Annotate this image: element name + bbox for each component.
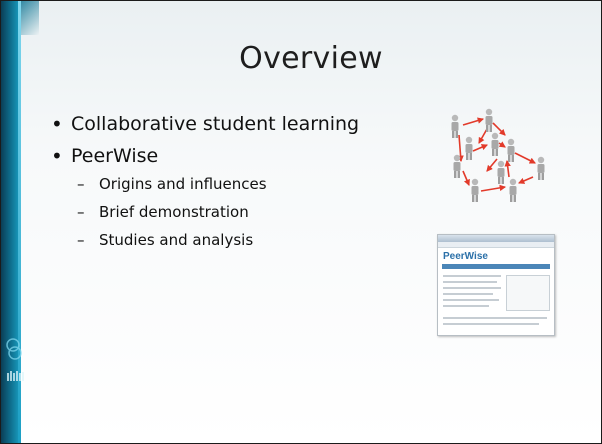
peerwise-screenshot-thumbnail: PeerWise	[437, 234, 555, 336]
bullet-item: PeerWise Origins and influences Brief de…	[51, 144, 359, 249]
left-accent-bar	[1, 1, 39, 443]
slide-title: Overview	[239, 41, 383, 76]
screenshot-logo: PeerWise	[443, 251, 488, 262]
bullet-list: Collaborative student learning PeerWise …	[51, 112, 360, 259]
people-network-icon	[451, 108, 545, 202]
sub-bullet-list: Origins and influences Brief demonstrati…	[71, 175, 359, 249]
bullet-text: PeerWise	[71, 145, 159, 167]
sub-bullet-text: Brief demonstration	[99, 203, 249, 221]
sub-bullet-item: Origins and influences	[71, 175, 359, 193]
bullet-text: Collaborative student learning	[71, 113, 360, 135]
sub-bullet-item: Studies and analysis	[71, 231, 359, 249]
decorative-pattern-icon	[6, 338, 24, 381]
sub-bullet-text: Origins and influences	[99, 175, 267, 193]
bullet-item: Collaborative student learning	[51, 112, 360, 136]
sub-bullet-item: Brief demonstration	[71, 203, 359, 221]
sub-bullet-text: Studies and analysis	[99, 231, 254, 249]
